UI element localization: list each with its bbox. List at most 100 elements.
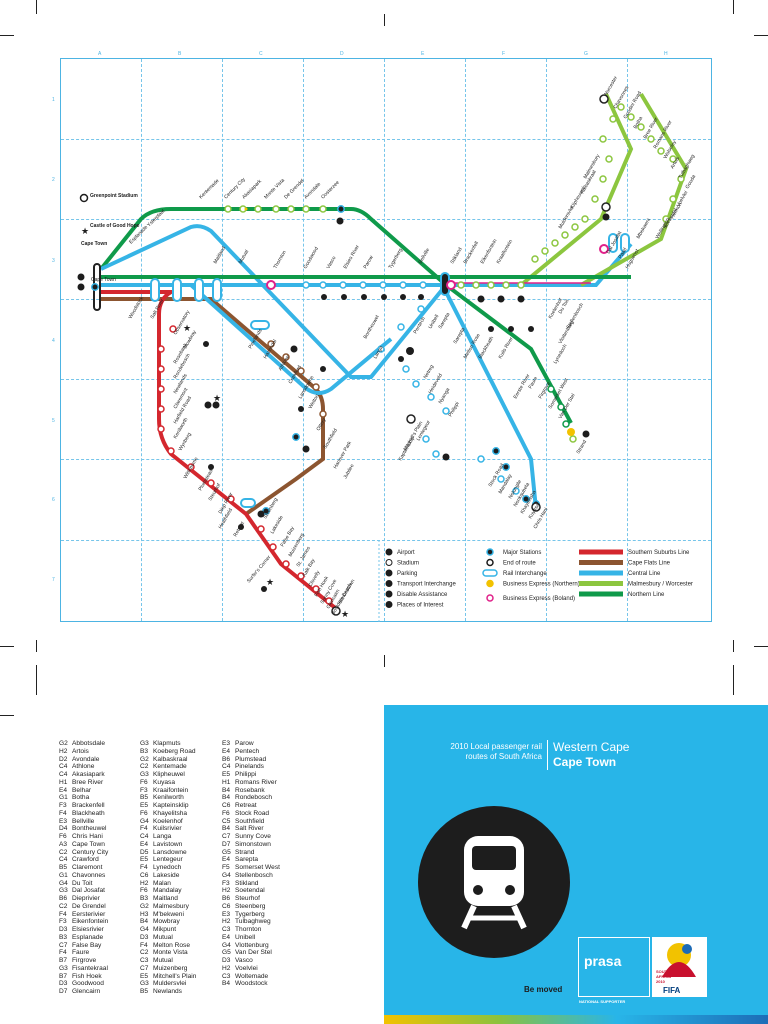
station-name: Lavistown — [153, 840, 183, 848]
station-name: Claremont — [72, 864, 103, 871]
grid-ref: F6 — [140, 887, 148, 895]
station-name: Kalbaskraal — [153, 755, 188, 763]
grid-ref: C4 — [140, 833, 149, 840]
crop-mark — [0, 715, 14, 716]
station-label-mutual: Mutual — [238, 249, 251, 265]
express-boland-marker — [446, 280, 456, 290]
airport-icon — [406, 347, 414, 355]
legend-label: Rail Interchange — [503, 571, 547, 577]
station-name: Bontheuwel — [72, 825, 107, 833]
station-label-goodwood: Goodwood — [303, 246, 320, 270]
station-name: Koeberg Road — [153, 747, 196, 755]
legend-label: End of route — [503, 561, 536, 567]
grid-row-label: 1 — [52, 97, 55, 103]
grid-ref: F3 — [59, 802, 67, 809]
grid-ref: C2 — [59, 902, 68, 910]
grid-ref: H3 — [140, 910, 149, 918]
legend-label: Parking — [397, 571, 417, 577]
station-label-kuils-river: Kuils River — [498, 336, 515, 360]
end-of-route — [331, 94, 611, 616]
legend-label: Business Express (Northern) — [503, 582, 580, 588]
grid-ref: A3 — [59, 840, 68, 848]
station-name: Stock Road — [235, 809, 270, 817]
star-icon: ★ — [213, 393, 221, 403]
crop-mark — [733, 0, 734, 14]
grid-col-label: B — [178, 51, 182, 57]
grid-ref: F6 — [140, 778, 148, 786]
station-name: Kuyasa — [153, 778, 175, 786]
grid-ref: C4 — [59, 771, 68, 778]
cover-city: Cape Town — [553, 755, 617, 769]
grid-ref: E3 — [222, 740, 231, 747]
station-label-kentemade: Kentemade — [198, 178, 220, 200]
grid-ref: F3 — [59, 918, 67, 926]
parking-icons — [77, 213, 610, 518]
station-name: Steurhof — [235, 895, 260, 902]
grid-ref: H1 — [59, 778, 68, 786]
major-marker-icon — [486, 548, 494, 556]
express-boland-marker — [266, 280, 276, 290]
grid-ref: E4 — [222, 933, 231, 941]
grid-ref: G1 — [59, 871, 68, 879]
train-icon — [418, 806, 570, 958]
station-label-maitland: Maitland — [213, 245, 228, 265]
grid-ref: B4 — [222, 786, 231, 794]
star-icon: ★ — [266, 577, 274, 587]
station-label-lakeside: Lakeside — [270, 514, 285, 535]
station-name: Lansdowne — [153, 848, 187, 856]
grid-ref: F3 — [222, 879, 230, 887]
station-name: Mutual — [153, 957, 173, 964]
crop-mark — [754, 646, 768, 647]
rail-map: ★ ★ ★ ★ ★ Greenpoint Stadium Castle of G… — [60, 58, 712, 623]
rail-interchange — [250, 320, 270, 330]
grid-col-label: E — [421, 51, 425, 57]
grid-ref: G3 — [140, 740, 149, 747]
grid-ref: G4 — [140, 817, 149, 825]
station-label-oosterzee: Oosterzee — [320, 180, 341, 201]
station-label-mbekweni: Mbekweni — [636, 218, 652, 240]
grid-ref: B6 — [222, 755, 231, 763]
grid-ref: F4 — [140, 825, 148, 833]
station-name: Eersterivier — [72, 910, 106, 918]
grid-ref: G4 — [59, 879, 68, 887]
express-boland-marker — [599, 244, 609, 254]
station-name: Rondebosch — [235, 794, 273, 802]
cover-region: Western Cape — [553, 740, 630, 754]
station-name: Khayelitsha — [153, 809, 188, 817]
grid-ref: B3 — [140, 895, 149, 902]
legend-label: Transport Interchange — [397, 582, 456, 588]
station-name: Klipheuwel — [153, 771, 185, 778]
crop-mark — [0, 35, 14, 36]
grid-col-label: A — [98, 51, 102, 57]
station-label-worcester: Worcester — [603, 75, 620, 98]
legend-label: Northern Line — [628, 592, 665, 598]
station-name: Tygerberg — [235, 910, 265, 918]
station-name: Goodwood — [72, 980, 104, 988]
station-name: Kapteinsklip — [153, 802, 189, 809]
slogan: Be moved — [524, 985, 563, 994]
rail-interchange — [212, 278, 222, 302]
grid-ref: D3 — [59, 926, 68, 933]
grid-ref: C4 — [59, 763, 68, 771]
grid-ref: G5 — [222, 848, 231, 856]
